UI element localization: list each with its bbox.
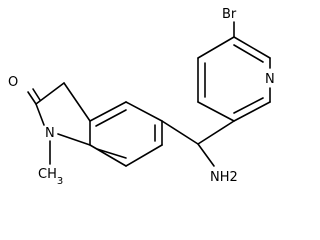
bond-c5-c4 <box>125 101 163 122</box>
bond-pyridine-to-methine <box>197 120 235 145</box>
double-bond-inner-top <box>233 44 264 63</box>
bond-c3a-c3 <box>63 82 91 122</box>
bromine-label: Br <box>222 7 237 22</box>
bond-methine-to-indolinone <box>161 120 199 145</box>
lactam-ring <box>27 82 91 165</box>
methyl-carbon: C <box>38 167 47 182</box>
double-bond-benzene-bottom <box>96 148 127 159</box>
methyl-label: CH3 <box>38 167 63 187</box>
methyl-hydrogen: H <box>47 167 57 182</box>
chemical-structure: Br N O NH2 N CH3 <box>8 7 275 187</box>
benzene-ring <box>89 101 163 167</box>
bond-c3-c4-left <box>197 36 235 59</box>
pyridine-nitrogen-label: N <box>265 72 275 87</box>
amine-label: NH2 <box>210 170 238 185</box>
carbonyl-oxygen-label: O <box>8 75 18 90</box>
pyridine-ring <box>197 21 271 122</box>
carbonyl-bond-2 <box>32 88 41 101</box>
bond-methine-to-amine <box>197 143 215 167</box>
bond-c2-n1 <box>35 103 45 126</box>
bond-c7a-c7 <box>89 144 127 167</box>
carbonyl-bond-1 <box>27 91 37 105</box>
bond-n1-c7a <box>57 133 91 146</box>
bond-c3-c4 <box>233 36 271 59</box>
bond-c7-c6 <box>125 144 163 167</box>
bond-c3-c2 <box>35 82 65 105</box>
double-bond-inner-right <box>233 97 264 114</box>
bond-c6-c1 <box>233 101 271 122</box>
bond-c4-c3a <box>89 101 127 122</box>
bond-c1-c2 <box>197 101 235 122</box>
methyl-count: 3 <box>57 176 63 187</box>
double-bond-benzene-top <box>95 109 127 127</box>
methine-linker <box>161 120 235 167</box>
lactam-nitrogen-label: N <box>45 126 55 141</box>
